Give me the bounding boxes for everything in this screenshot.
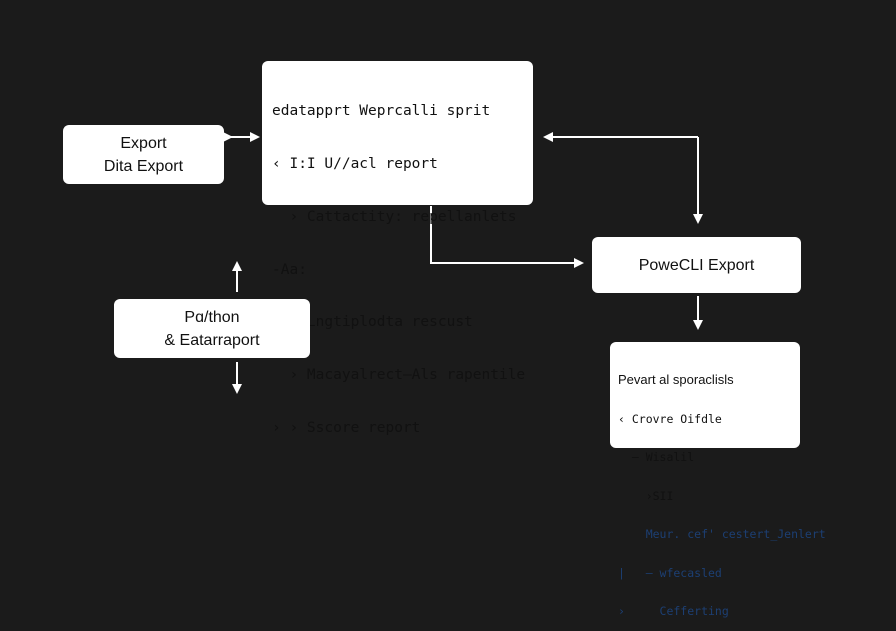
python-box: Pɑ/thon & Eatarraport (114, 299, 310, 358)
report-line-4: ›SII (618, 488, 674, 503)
report-line-6: | – wfecasled (618, 565, 722, 580)
script-line-3: › Cattactity: repellanlets (272, 208, 517, 225)
python-box-line-1: Pɑ/thon (184, 308, 240, 326)
script-line-2: ‹ I:I U//acl report (272, 155, 438, 172)
report-line-7: › Cefferting (618, 603, 729, 618)
export-box-line-2: Dita Export (103, 157, 184, 175)
script-line-1: edatapprt Weprcalli sprit (272, 103, 491, 120)
powercli-box: PoweCLI Export (592, 237, 801, 293)
report-line-1: Pevart al sporaclisls (618, 371, 734, 387)
script-line-6: › Macayalrect–Als rapentile (272, 367, 526, 384)
script-line-4: -Aa: (272, 261, 307, 278)
python-box-line-2: & Eatarraport (164, 331, 260, 349)
export-box: Export Dita Export (63, 125, 224, 184)
script-line-7: › › Sscore report (272, 419, 421, 436)
report-line-3: – Wisalil (618, 450, 695, 465)
connector-layer (223, 132, 703, 394)
script-line-5: › Lngtiplodta rescust (272, 314, 473, 331)
report-box: Pevart al sporaclisls ‹ Crovre Oifdle – … (610, 342, 826, 617)
report-line-5: Meur. cef' cestert_Jenlert (618, 527, 826, 542)
powercli-box-label: PoweCLI Export (638, 256, 755, 274)
script-to-powercli-connector (430, 206, 584, 268)
export-box-line-1: Export (120, 134, 167, 152)
script-box: edatapprt Weprcalli sprit ‹ I:I U//acl r… (262, 61, 533, 436)
report-line-2: ‹ Crovre Oifdle (618, 411, 722, 426)
